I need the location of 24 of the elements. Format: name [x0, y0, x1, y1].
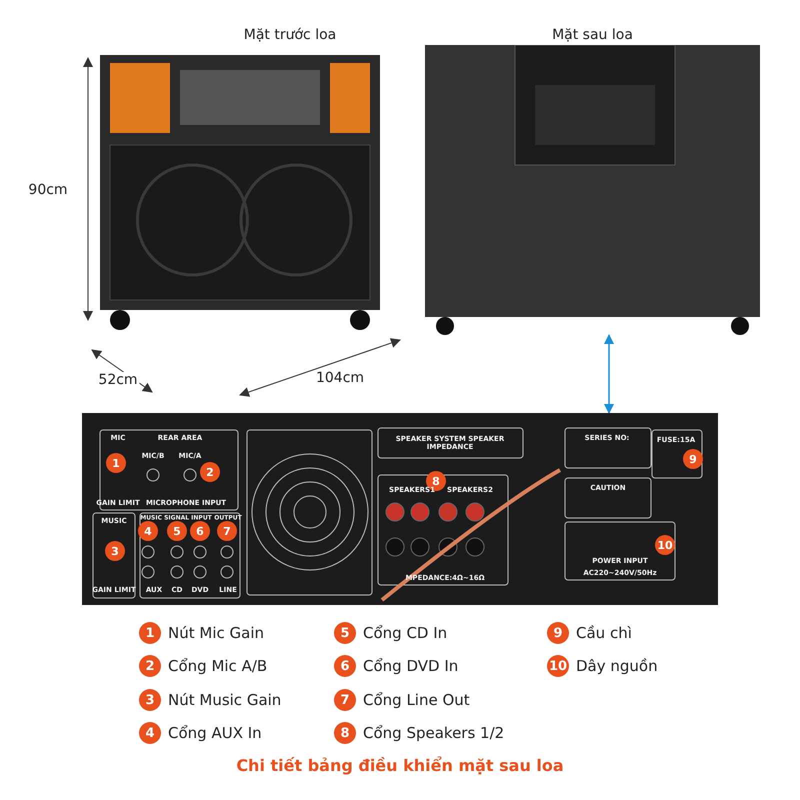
number-badge: 8: [334, 722, 356, 744]
item-text: Nút Music Gain: [168, 691, 282, 709]
number-badge: 4: [139, 722, 161, 744]
arrow: [604, 334, 614, 414]
number-badge: 5: [334, 622, 356, 644]
number-badge: 10: [547, 655, 569, 677]
photo-caption: Mặt sau loa: [552, 27, 633, 43]
item-text: Nút Mic Gain: [168, 624, 264, 642]
caption: Chi tiết bảng điều khiển mặt sau loa: [235, 756, 565, 775]
number-badge: 6: [334, 655, 356, 677]
item-text: Cầu chì: [576, 624, 632, 642]
number-badge: 9: [547, 622, 569, 644]
item-text: Cổng AUX In: [168, 724, 262, 742]
item-text: Cổng DVD In: [363, 657, 458, 675]
number-badge: 2: [139, 655, 161, 677]
number-badge: 3: [139, 689, 161, 711]
photo-caption: Mặt trước loa: [244, 27, 336, 43]
item-text: Cổng Mic A/B: [168, 657, 268, 675]
item-text: Cổng Speakers 1/2: [363, 724, 504, 742]
item-text: Dây nguồn: [576, 657, 658, 675]
number-badge: 7: [334, 689, 356, 711]
item-text: Cổng Line Out: [363, 691, 470, 709]
number-badge: 1: [139, 622, 161, 644]
item-text: Cổng CD In: [363, 624, 448, 642]
